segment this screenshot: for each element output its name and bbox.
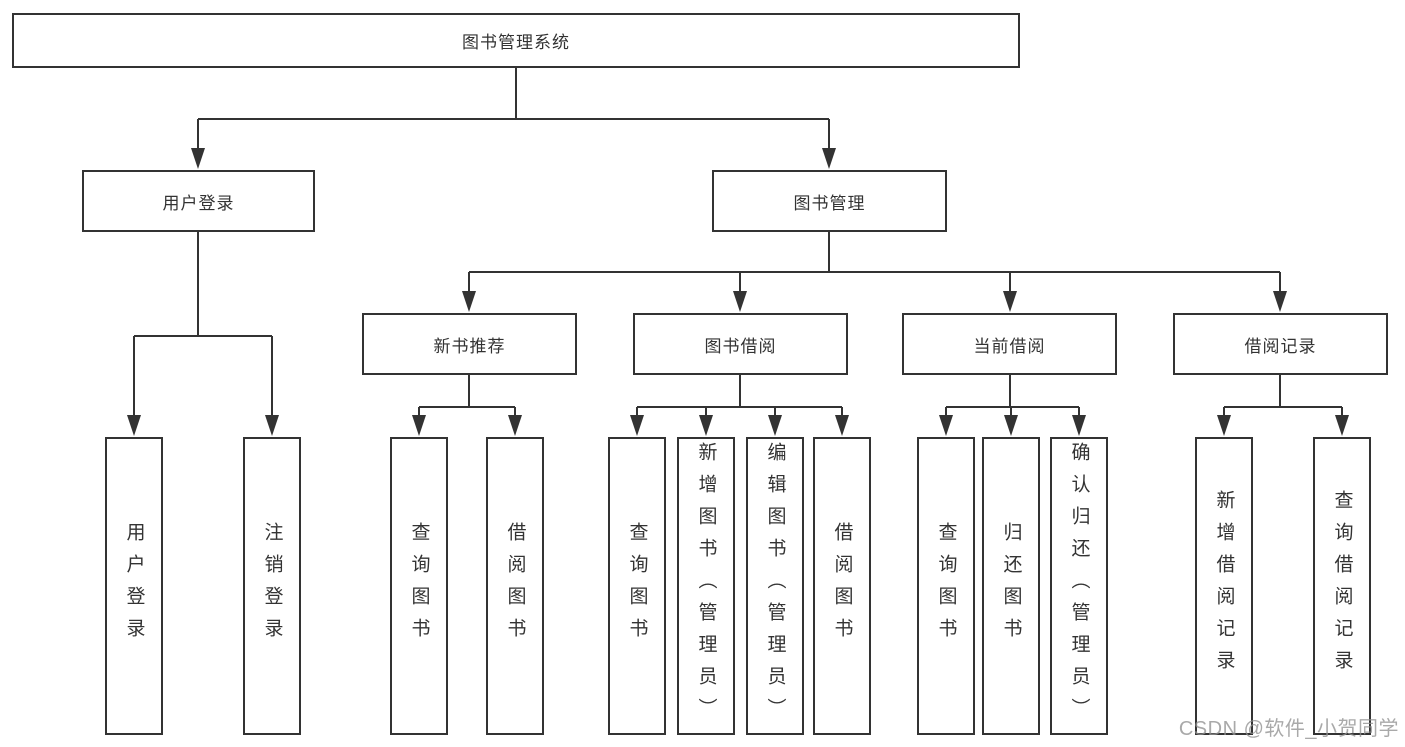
node-new-book-recommend: 新书推荐 — [362, 313, 577, 375]
leaf-borrow-book-2: 借阅图书 — [813, 437, 871, 735]
connector-paths — [133, 68, 1343, 421]
node-borrow-records: 借阅记录 — [1173, 313, 1388, 375]
node-library-management-system: 图书管理系统 — [12, 13, 1020, 68]
csdn-watermark: CSDN @软件_小贺同学 — [1178, 718, 1399, 740]
node-user-login: 用户登录 — [82, 170, 315, 232]
leaf-borrow-book-1: 借阅图书 — [486, 437, 544, 735]
leaf-add-borrow-record: 新增借阅记录 — [1195, 437, 1253, 735]
leaf-return-book: 归还图书 — [982, 437, 1040, 735]
leaf-query-book-3: 查询图书 — [917, 437, 975, 735]
leaf-confirm-return-admin: 确认归还（管理员） — [1050, 437, 1108, 735]
leaf-query-borrow-record: 查询借阅记录 — [1313, 437, 1371, 735]
node-current-borrow: 当前借阅 — [902, 313, 1117, 375]
leaf-user-login: 用户登录 — [105, 437, 163, 735]
leaf-add-book-admin: 新增图书（管理员） — [677, 437, 735, 735]
leaf-edit-book-admin: 编辑图书（管理员） — [746, 437, 804, 735]
leaf-query-book-2: 查询图书 — [608, 437, 666, 735]
node-book-borrow: 图书借阅 — [633, 313, 848, 375]
leaf-query-book-1: 查询图书 — [390, 437, 448, 735]
node-book-management: 图书管理 — [712, 170, 947, 232]
leaf-logout: 注销登录 — [243, 437, 301, 735]
arrowheads — [127, 148, 1349, 436]
